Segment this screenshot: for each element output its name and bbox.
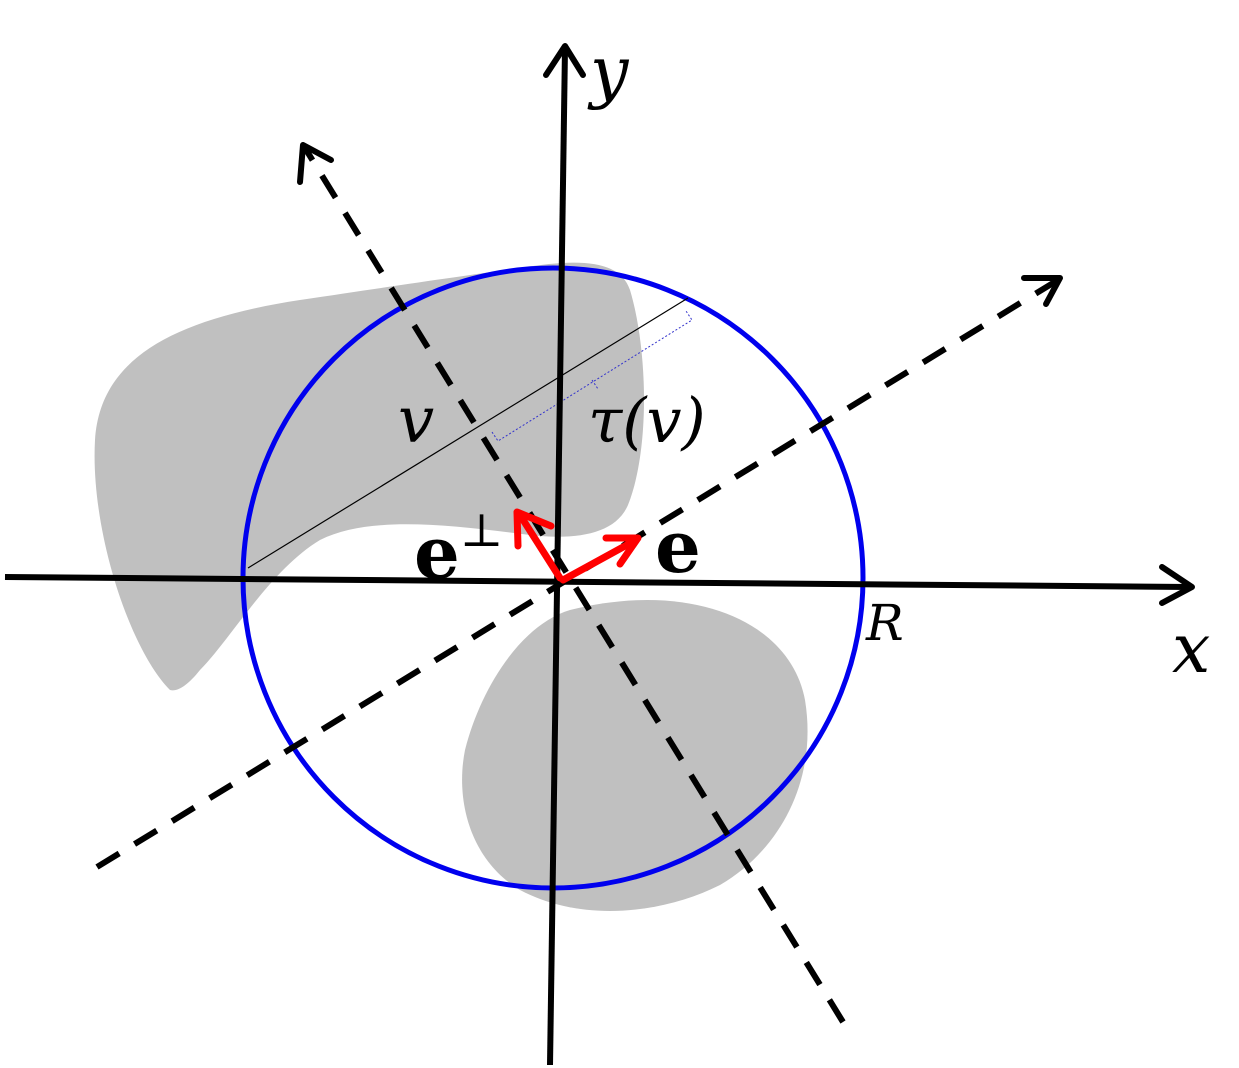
e-axis-arrowhead-icon <box>1021 275 1063 307</box>
upper-gray-region <box>94 262 645 691</box>
e-vector-arrowhead-icon <box>602 534 642 568</box>
e-label: e <box>655 504 701 589</box>
y-axis-arrowhead-icon <box>543 43 586 78</box>
lower-gray-region <box>462 600 808 911</box>
e-perp-axis-dashed-line <box>302 146 846 1024</box>
projection-bracket <box>491 310 693 442</box>
e-perp-base: e <box>414 510 460 595</box>
e-perp-superscript: ⊥ <box>460 503 503 557</box>
x-axis-arrowhead-icon <box>1159 564 1195 606</box>
chord-line-v <box>247 297 689 569</box>
e-perp-vector <box>516 511 564 582</box>
x-axis-label: x <box>1172 610 1210 689</box>
tau-v-label: τ(v) <box>588 384 706 457</box>
radius-label: R <box>865 594 904 652</box>
e-vector <box>559 536 640 584</box>
y-axis-label: y <box>587 33 630 112</box>
e-perp-vector-arrowhead-icon <box>513 508 555 550</box>
e-axis-dashed-line <box>95 277 1060 870</box>
x-axis-line <box>4 574 1191 590</box>
v-label: v <box>398 384 434 458</box>
e-perp-axis-arrowhead-icon <box>297 142 334 185</box>
e-perp-label: e⊥ <box>414 503 503 595</box>
